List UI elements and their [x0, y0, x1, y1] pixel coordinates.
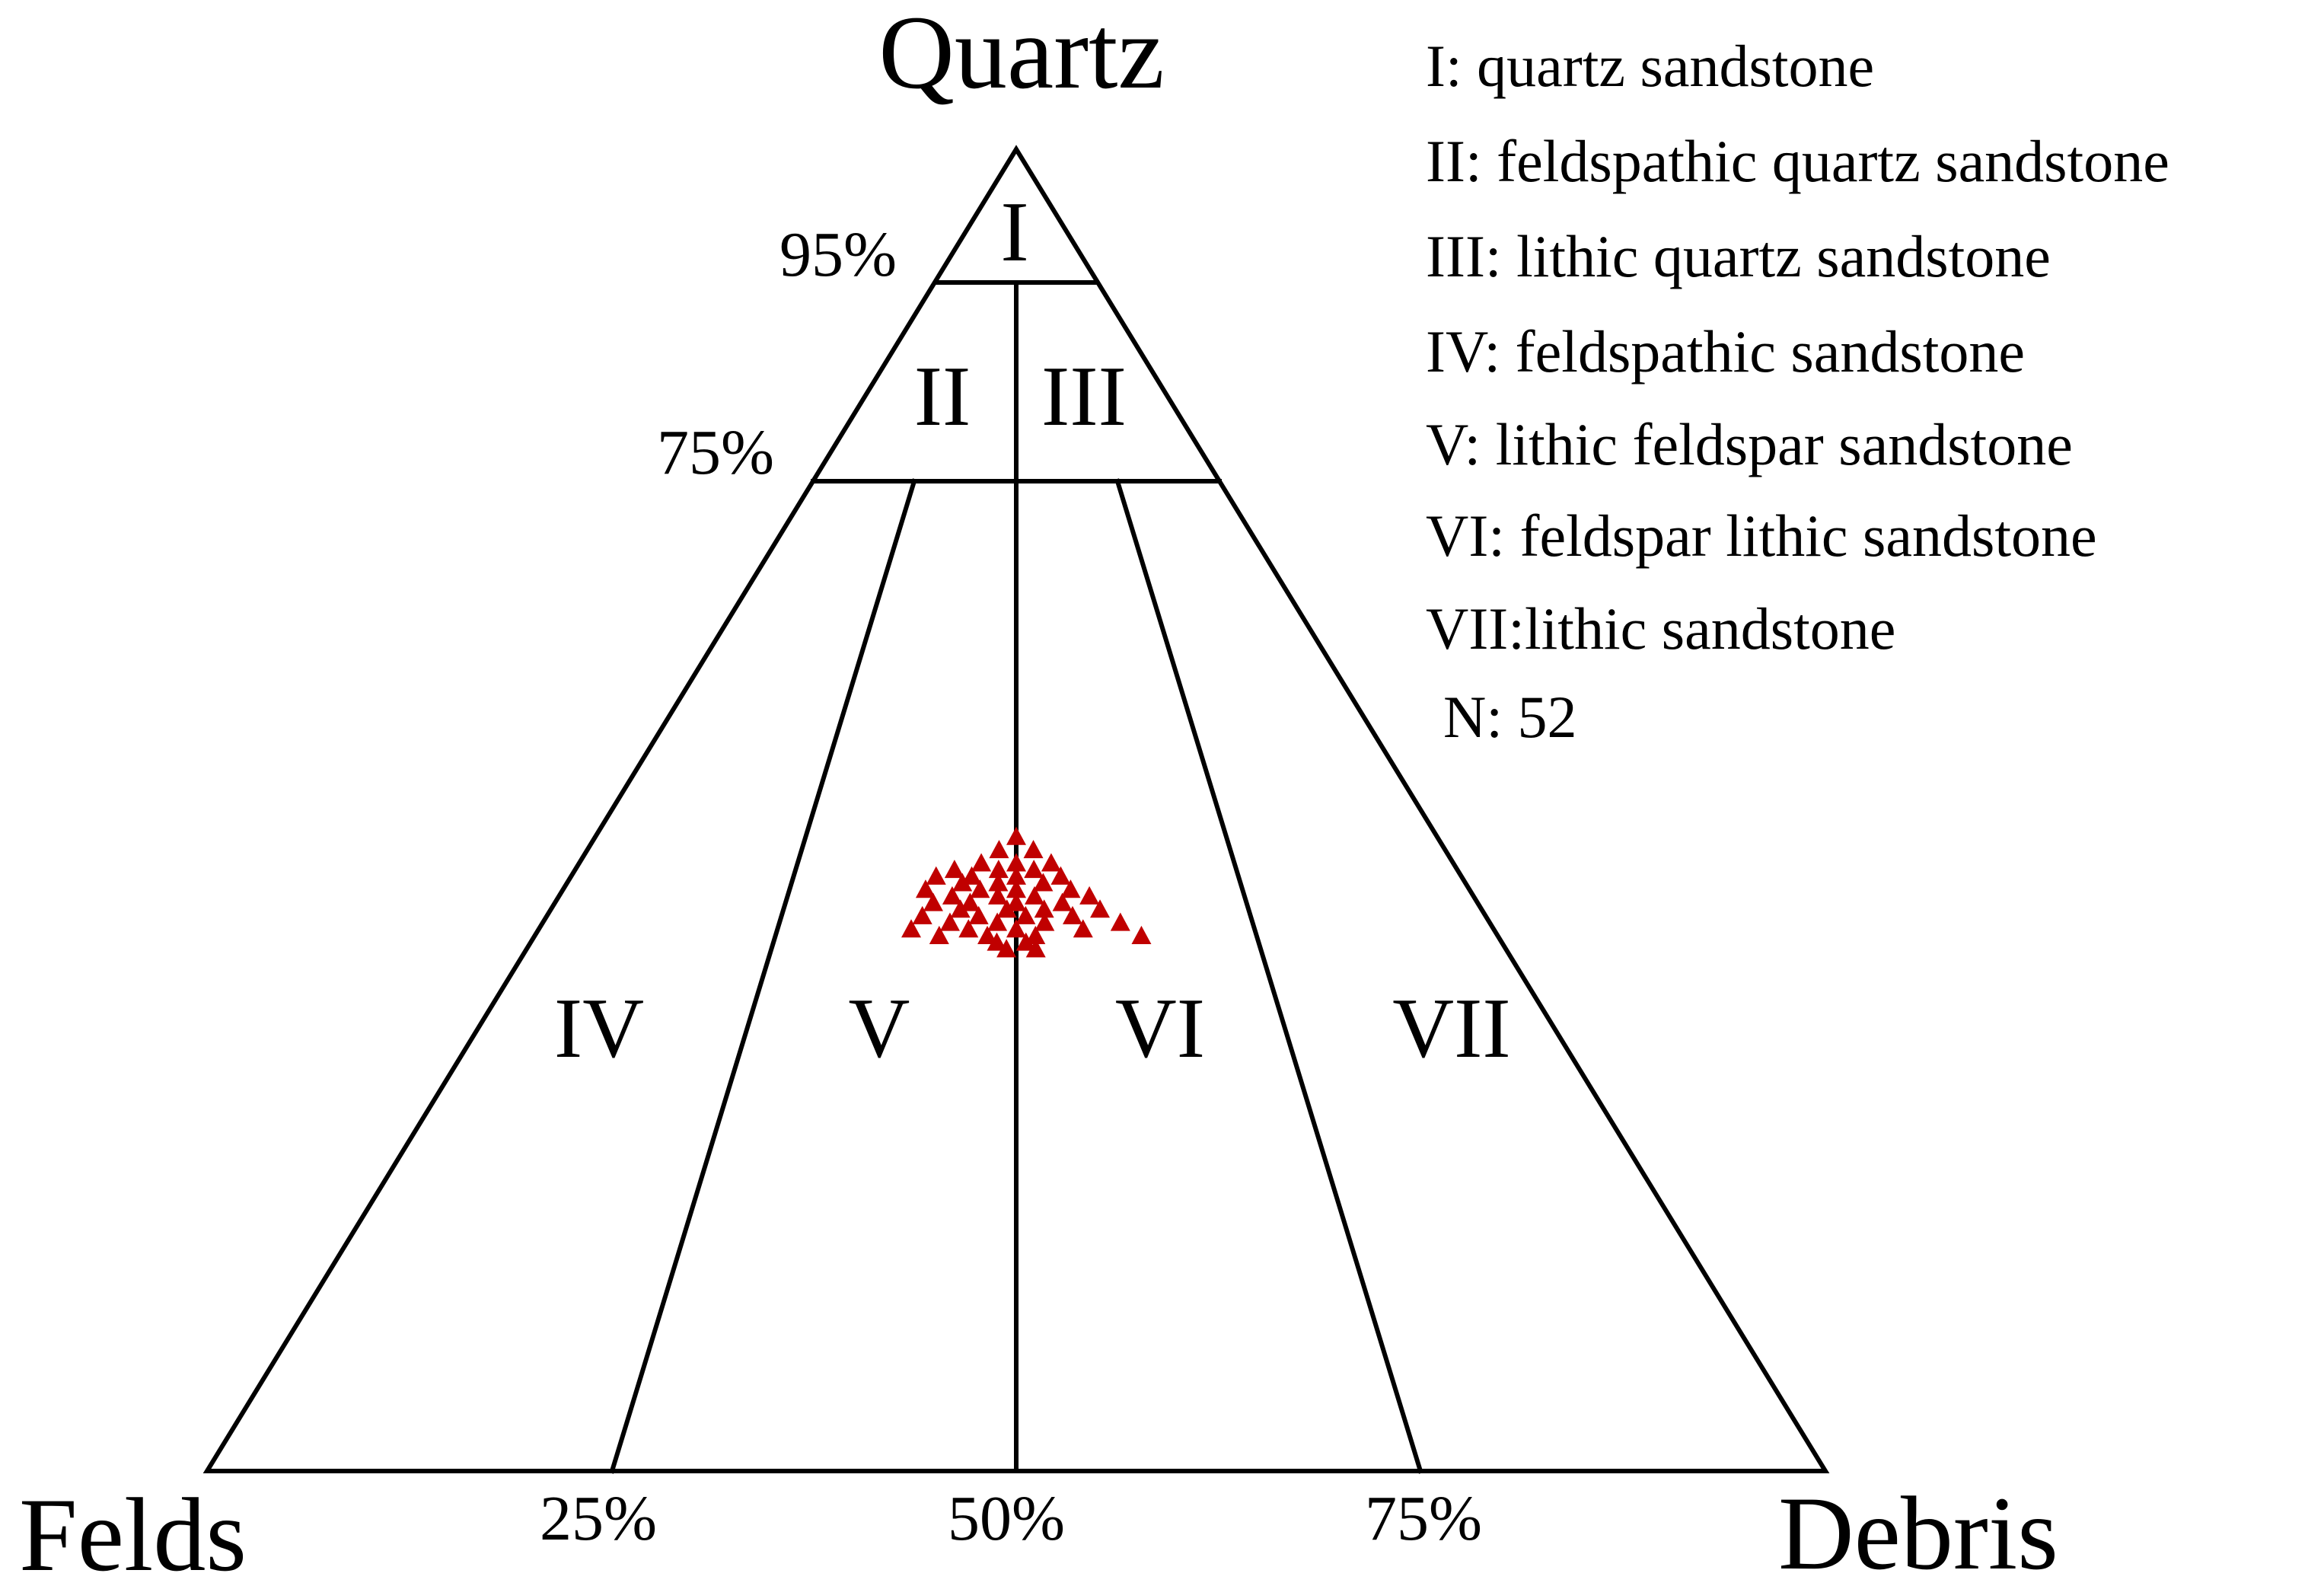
- sample-point-9: [1024, 860, 1044, 879]
- sample-point-17: [915, 879, 936, 898]
- sample-point-12: [1006, 866, 1026, 885]
- sample-point-5: [1006, 853, 1026, 872]
- legend-item-VI: VI: feldspar lithic sandstone: [1426, 503, 2097, 569]
- sample-point-34: [968, 905, 989, 924]
- sample-point-32: [1090, 899, 1111, 918]
- sample-point-11: [961, 866, 982, 885]
- quartz-level-75: 75%: [657, 417, 774, 488]
- sample-point-1: [1006, 826, 1026, 845]
- sample-point-43: [1006, 919, 1026, 938]
- base-tick-25: 25%: [540, 1483, 657, 1554]
- sample-point-51: [996, 939, 1017, 958]
- region-label-II: II: [914, 349, 971, 444]
- sample-count: N: 52: [1443, 684, 1577, 750]
- sample-point-47: [1025, 925, 1046, 944]
- sample-point-42: [958, 919, 979, 938]
- sample-point-16: [1033, 873, 1054, 892]
- region-label-V: V: [849, 981, 910, 1076]
- sample-point-40: [1110, 912, 1130, 931]
- sample-point-27: [1006, 892, 1026, 911]
- sample-point-30: [996, 899, 1017, 918]
- sample-point-22: [987, 886, 1008, 905]
- legend-item-II: II: feldspathic quartz sandstone: [1426, 128, 2169, 194]
- sample-point-52: [1025, 939, 1046, 958]
- sample-point-36: [1062, 905, 1082, 924]
- region-label-VI: VI: [1115, 981, 1205, 1076]
- sample-point-45: [929, 925, 949, 944]
- right-divider: [1114, 478, 1423, 1474]
- apex-label-debris: Debris: [1778, 1475, 2058, 1586]
- quartz-level-95: 95%: [779, 219, 897, 290]
- left-divider: [609, 478, 917, 1474]
- legend-item-I: I: quartz sandstone: [1426, 33, 1874, 99]
- sample-point-25: [923, 892, 943, 911]
- sample-point-6: [1041, 853, 1061, 872]
- sample-point-31: [1034, 899, 1054, 918]
- region-label-VII: VII: [1392, 981, 1510, 1076]
- legend-item-IV: IV: feldspathic sandstone: [1426, 318, 2025, 385]
- sample-point-23: [1025, 886, 1045, 905]
- legend-item-V: V: lithic feldspar sandstone: [1426, 411, 2073, 477]
- sample-point-10: [926, 866, 946, 885]
- sample-point-3: [1023, 840, 1044, 859]
- sample-point-2: [989, 840, 1009, 859]
- sample-point-38: [987, 912, 1008, 931]
- sample-point-19: [1006, 879, 1026, 898]
- sample-point-26: [960, 892, 980, 911]
- sample-point-7: [944, 860, 964, 879]
- sample-point-21: [942, 886, 962, 905]
- sample-point-14: [952, 873, 973, 892]
- legend-item-III: III: lithic quartz sandstone: [1426, 223, 2051, 289]
- legend-item-VII: VII:lithic sandstone: [1426, 595, 1895, 662]
- region-label-IV: IV: [554, 981, 644, 1076]
- sample-point-41: [901, 919, 922, 938]
- apex-label-felds: Felds: [19, 1476, 247, 1586]
- sample-point-13: [1050, 866, 1071, 885]
- sample-point-37: [939, 912, 960, 931]
- sample-point-49: [987, 932, 1007, 951]
- sample-point-4: [971, 853, 992, 872]
- sample-point-50: [1015, 932, 1036, 951]
- sample-point-8: [988, 860, 1009, 879]
- sample-point-28: [1052, 892, 1073, 911]
- sample-point-48: [1131, 925, 1152, 944]
- region-label-I: I: [1000, 185, 1028, 279]
- sample-point-20: [1060, 879, 1081, 898]
- sample-point-46: [977, 925, 998, 944]
- sample-point-44: [1073, 919, 1093, 938]
- sample-point-35: [1015, 905, 1036, 924]
- base-tick-50: 50%: [948, 1483, 1065, 1554]
- sample-point-29: [950, 899, 971, 918]
- legend: I: quartz sandstone II: feldspathic quar…: [1426, 33, 2169, 750]
- sample-point-15: [988, 873, 1009, 892]
- region-label-III: III: [1041, 349, 1127, 444]
- apex-label-quartz: Quartz: [878, 0, 1164, 110]
- sample-points: [901, 826, 1152, 958]
- base-tick-75: 75%: [1365, 1483, 1482, 1554]
- sample-point-24: [1079, 886, 1100, 905]
- sample-point-33: [912, 905, 932, 924]
- sample-point-39: [1034, 912, 1055, 931]
- sample-point-18: [970, 879, 990, 898]
